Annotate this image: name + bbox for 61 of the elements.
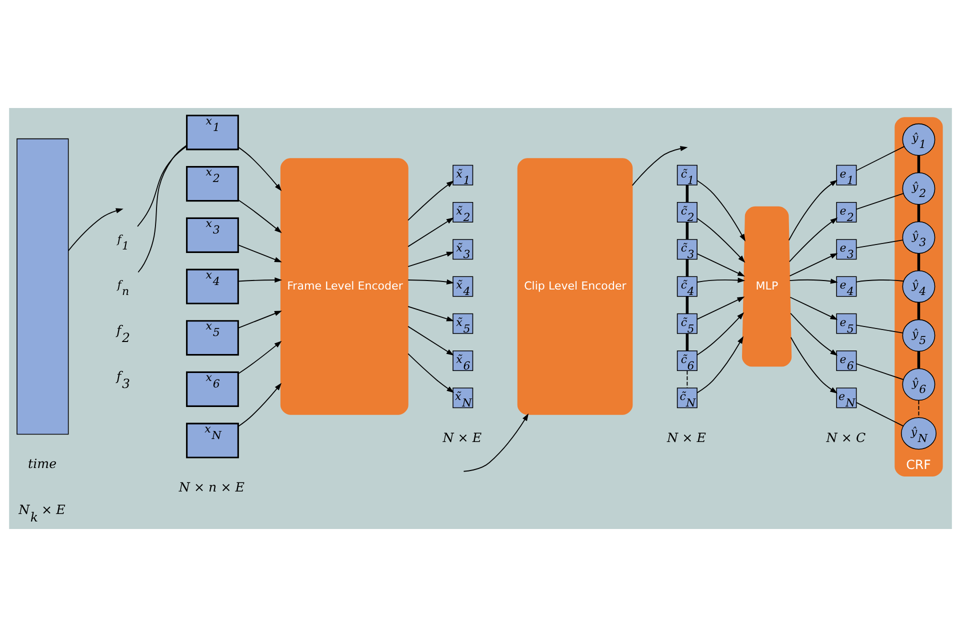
arrow <box>696 217 746 262</box>
connector <box>856 362 904 380</box>
connector <box>686 222 689 239</box>
label: N × E <box>667 429 706 444</box>
arrow <box>408 251 454 267</box>
arrow <box>68 208 124 251</box>
arrow <box>696 180 746 242</box>
connector <box>856 402 904 426</box>
arrow <box>463 412 529 472</box>
connector <box>137 145 188 226</box>
arrow <box>696 277 746 282</box>
connector <box>686 296 689 313</box>
connector <box>856 239 904 248</box>
arrow <box>790 312 838 356</box>
arrow <box>238 244 282 262</box>
connector <box>856 324 904 333</box>
node-box: Clip Level Encoder <box>517 158 633 414</box>
connector <box>138 144 188 272</box>
label: N × E <box>442 429 482 444</box>
arrow <box>238 310 282 328</box>
arrow <box>408 352 454 392</box>
connector <box>686 370 688 388</box>
arrow <box>788 179 838 240</box>
arrow <box>238 146 282 191</box>
connector <box>686 258 689 276</box>
arrow <box>238 382 282 426</box>
connector <box>917 350 920 368</box>
arrow <box>789 252 838 276</box>
connector <box>686 333 689 350</box>
arrow <box>696 336 744 393</box>
connector <box>917 204 920 221</box>
connector <box>917 302 920 319</box>
label: time <box>28 456 57 471</box>
node-box: MLP <box>742 206 792 366</box>
arrow <box>789 278 838 284</box>
arrow <box>408 325 454 356</box>
arrow <box>408 278 454 284</box>
arrow <box>632 145 688 186</box>
connector <box>917 252 920 270</box>
arrow <box>238 276 282 282</box>
arrow <box>790 296 838 320</box>
arrow <box>238 198 282 233</box>
connector <box>856 145 905 170</box>
node-bar <box>16 138 69 434</box>
arrow <box>790 336 838 393</box>
node-box: Frame Level Encoder <box>280 158 408 414</box>
arrow <box>788 217 838 262</box>
arrow <box>696 312 744 355</box>
connector <box>856 279 904 282</box>
arrow <box>408 216 454 247</box>
connector <box>918 399 920 418</box>
arrow <box>408 306 454 321</box>
label: N × n × E <box>178 479 245 494</box>
connector <box>686 184 689 202</box>
connector <box>917 155 920 172</box>
arrow <box>696 296 745 320</box>
label: N × C <box>826 429 866 444</box>
connector <box>856 192 904 210</box>
arrow <box>408 180 454 220</box>
arrow <box>696 252 746 276</box>
arrow <box>238 340 282 374</box>
